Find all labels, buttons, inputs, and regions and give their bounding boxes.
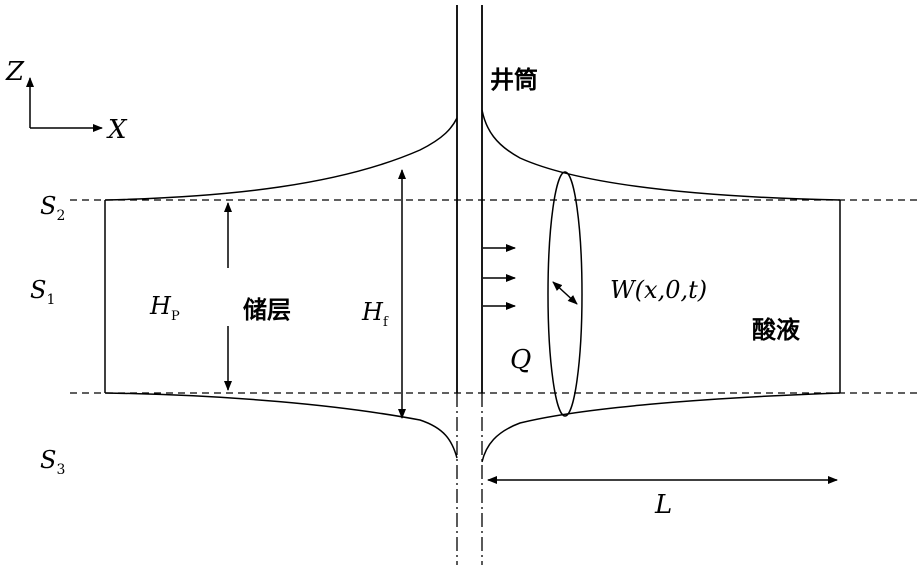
w-function-label: W(x,0,t) [610,276,707,304]
fracture-bottom-right-curve [481,392,841,463]
x-axis-label: X [106,115,128,145]
s1-label-sub: 1 [46,292,55,308]
l-label: L [654,490,672,520]
s3-label-sub: 3 [56,462,65,478]
w-function-name: W [610,276,637,304]
acid-label: 酸液 [752,316,800,344]
s2-label: S2 [40,192,65,224]
reservoir-label: 储层 [243,296,291,324]
fracture-outline [104,109,841,463]
hp-label: HP [149,292,180,324]
hp-label-main: H [149,292,172,320]
fracture-width-ellipse [547,171,583,417]
w-double-arrow [552,281,578,305]
s3-label-main: S [40,446,56,474]
s1-label-main: S [30,276,46,304]
coordinate-axes: Z X [5,57,128,145]
wellbore [456,5,483,565]
hp-label-sub: P [171,309,180,324]
s2-label-sub: 2 [56,208,65,224]
fracture-bottom-left-curve [104,392,458,459]
q-label: Q [510,345,531,375]
s3-label: S3 [40,446,65,478]
s2-label-main: S [40,192,56,220]
s1-label: S1 [30,276,55,308]
w-function-args: (x,0,t) [635,276,707,304]
z-axis-label: Z [5,57,25,87]
flow-arrows [483,244,516,310]
wellbore-label: 井筒 [490,66,538,94]
hf-label-sub: f [383,315,389,330]
fracture-top-left-curve [104,117,458,201]
hf-label-main: H [361,298,384,326]
fracture-top-right-curve [481,109,841,201]
hf-label: Hf [361,298,389,330]
